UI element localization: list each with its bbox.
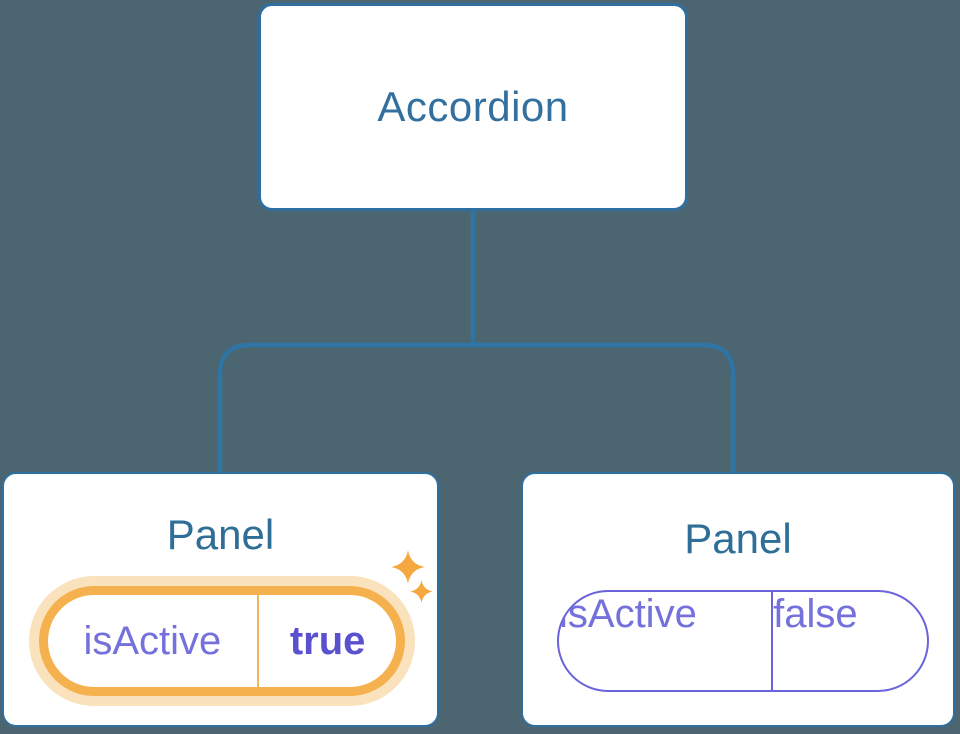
connector-branch — [217, 342, 736, 474]
panel-label: Panel — [684, 515, 792, 562]
accordion-node: Accordion — [258, 3, 688, 211]
panel-node-inactive: Panel isActive false — [521, 472, 955, 727]
state-value-cell: false — [773, 592, 927, 690]
state-pill-highlighted: isActive true — [29, 576, 415, 706]
state-key-cell: isActive — [48, 595, 257, 687]
pill-divider — [770, 592, 774, 690]
state-key-cell: isActive — [559, 592, 771, 690]
state-key-label: isActive — [559, 592, 697, 636]
state-pill-plain: isActive false — [557, 590, 929, 692]
state-pill-ring: isActive true — [39, 586, 405, 696]
state-value-label: false — [773, 592, 858, 636]
pill-divider — [256, 595, 260, 687]
accordion-label: Accordion — [377, 83, 569, 130]
panel-label: Panel — [166, 511, 275, 558]
state-key-label: isActive — [83, 618, 222, 663]
panel-node-active: Panel isActive true — [2, 472, 439, 727]
state-value-cell: true — [259, 595, 396, 687]
sparkle-icon — [391, 550, 425, 584]
state-value-label: true — [289, 618, 366, 663]
sparkle-icon — [410, 580, 433, 603]
